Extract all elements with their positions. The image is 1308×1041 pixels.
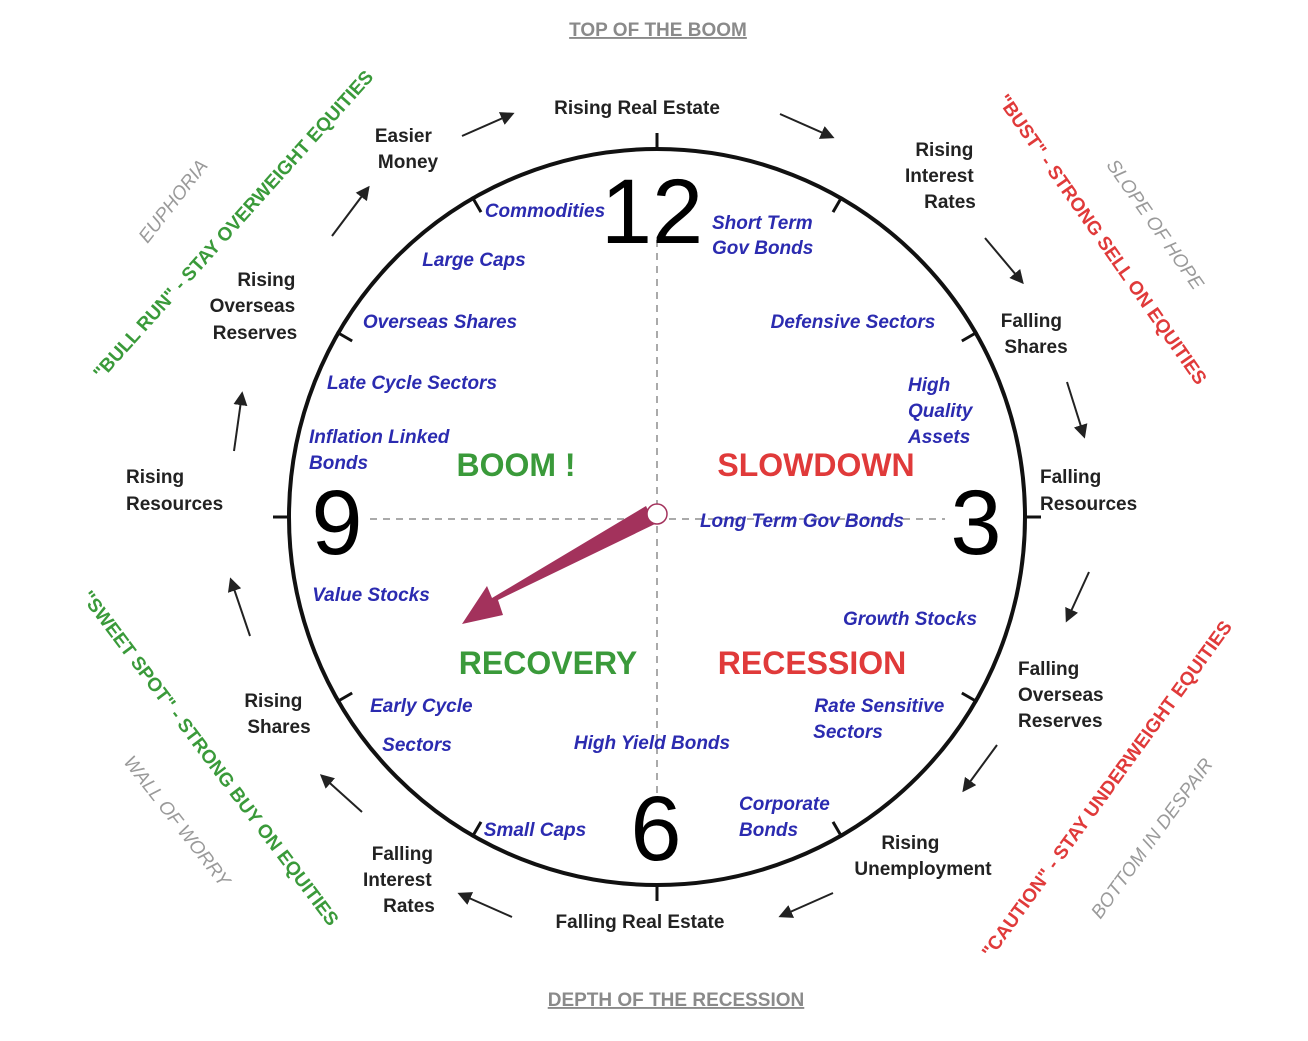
label-rising-interest-rates: Rising Interest Rates	[905, 140, 979, 213]
asset-defensive-sectors: Defensive Sectors	[771, 312, 936, 333]
arrow-easier-to-rising-real-estate	[461, 112, 515, 137]
numeral-3: 3	[950, 472, 1001, 574]
clock-hand-arrow	[462, 506, 655, 624]
clock-tick	[961, 691, 979, 704]
label-falling-real-estate: Falling Real Estate	[556, 912, 725, 933]
label-rising-overseas-reserves: Rising Overseas Reserves	[210, 270, 301, 344]
asset-growth-stocks: Growth Stocks	[843, 609, 977, 630]
numeral-6: 6	[630, 778, 681, 880]
depth-of-the-recession-label: DEPTH OF THE RECESSION	[548, 990, 805, 1011]
arrow-real-estate-to-falling-interest	[457, 892, 513, 918]
asset-inflation-linked-bonds: Inflation Linked Bonds	[309, 427, 455, 474]
asset-value-stocks: Value Stocks	[312, 585, 430, 606]
asset-small-caps: Small Caps	[484, 820, 586, 841]
clock-tick	[335, 330, 353, 343]
label-easier-money: Easier Money	[375, 126, 439, 173]
arrow-falling-interest-to-rising-shares	[319, 774, 363, 813]
asset-high-yield-bonds: High Yield Bonds	[574, 733, 730, 754]
asset-rate-sensitive-sectors: Rate Sensitive Sectors	[813, 696, 949, 743]
phase-recession: RECESSION	[718, 645, 906, 681]
clock-tick	[470, 821, 483, 839]
numeral-9: 9	[311, 472, 362, 574]
cycle-arrows	[227, 112, 1090, 918]
label-falling-interest-rates: Falling Interest Rates	[363, 844, 438, 917]
clock-tick	[470, 195, 483, 213]
arrow-unemployment-to-falling-real-estate	[778, 892, 834, 918]
asset-commodities: Commodities	[485, 201, 605, 222]
clock-tick	[831, 821, 844, 839]
phase-recovery: RECOVERY	[459, 645, 637, 681]
label-rising-unemployment: Rising Unemployment	[854, 833, 992, 880]
top-of-the-boom-label: TOP OF THE BOOM	[569, 20, 747, 41]
label-rising-real-estate: Rising Real Estate	[554, 98, 720, 119]
arrow-reserves-to-easier-money	[331, 185, 370, 237]
arrow-resources-to-overseas-reserves-left	[233, 391, 248, 452]
arrow-real-estate-to-interest-rates	[779, 113, 835, 139]
clock-ticks	[273, 133, 1041, 901]
arrow-interest-rates-to-falling-shares	[984, 237, 1024, 285]
arrow-reserves-to-unemployment	[962, 744, 998, 793]
label-falling-shares: Falling Shares	[1001, 311, 1068, 358]
asset-early-cycle-sectors: Early Cycle Sectors	[370, 696, 478, 756]
label-rising-resources: Rising Resources	[126, 467, 223, 515]
asset-long-term-gov-bonds: Long Term Gov Bonds	[700, 511, 904, 532]
phase-boom: BOOM !	[456, 447, 575, 483]
mood-euphoria: EUPHORIA	[135, 156, 213, 247]
label-falling-overseas-reserves: Falling Overseas Reserves	[1018, 659, 1109, 732]
asset-large-caps: Large Caps	[422, 250, 525, 271]
asset-late-cycle-sectors: Late Cycle Sectors	[327, 373, 497, 394]
numeral-12: 12	[601, 161, 703, 263]
phase-slowdown: SLOWDOWN	[717, 447, 914, 483]
asset-high-quality-assets: High Quality Assets	[907, 375, 978, 448]
arrow-resources-to-overseas-reserves	[1065, 571, 1090, 623]
clock-hand-pivot	[646, 503, 668, 525]
arrow-rising-shares-to-resources	[227, 577, 251, 637]
clock-tick	[335, 691, 353, 704]
asset-corporate-bonds: Corporate Bonds	[739, 794, 835, 841]
asset-overseas-shares: Overseas Shares	[363, 312, 517, 333]
clock-tick	[831, 195, 844, 213]
label-rising-shares: Rising Shares	[244, 691, 310, 738]
clock-tick	[961, 330, 979, 343]
asset-short-term-gov-bonds: Short Term Gov Bonds	[712, 213, 818, 259]
arrow-falling-shares-to-resources	[1066, 381, 1088, 439]
label-falling-resources: Falling Resources	[1040, 467, 1137, 515]
